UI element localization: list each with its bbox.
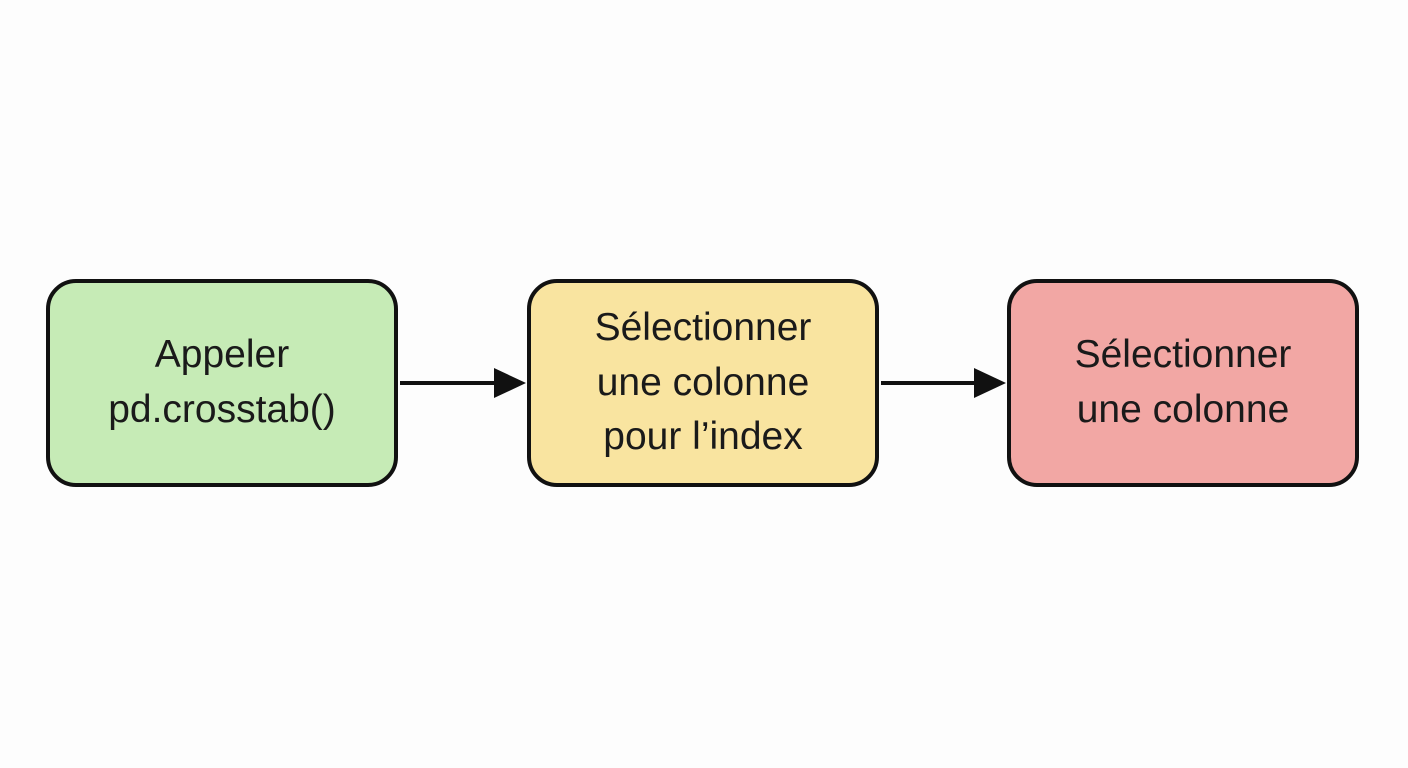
step-select-index-column-label: Sélectionner une colonne pour l’index: [594, 306, 812, 459]
step-select-column-label: Sélectionner une colonne: [1074, 333, 1292, 431]
arrowhead-icon: [494, 368, 526, 398]
arrowhead-icon: [974, 368, 1006, 398]
step-call-crosstab: Appeler pd.crosstab(): [46, 279, 398, 487]
step-select-index-column: Sélectionner une colonne pour l’index: [527, 279, 879, 487]
arrow-node-2-to-node-3: [881, 368, 1006, 398]
step-call-crosstab-label: Appeler pd.crosstab(): [108, 333, 336, 431]
arrow-node-1-to-node-2: [400, 368, 526, 398]
step-select-column: Sélectionner une colonne: [1007, 279, 1359, 487]
